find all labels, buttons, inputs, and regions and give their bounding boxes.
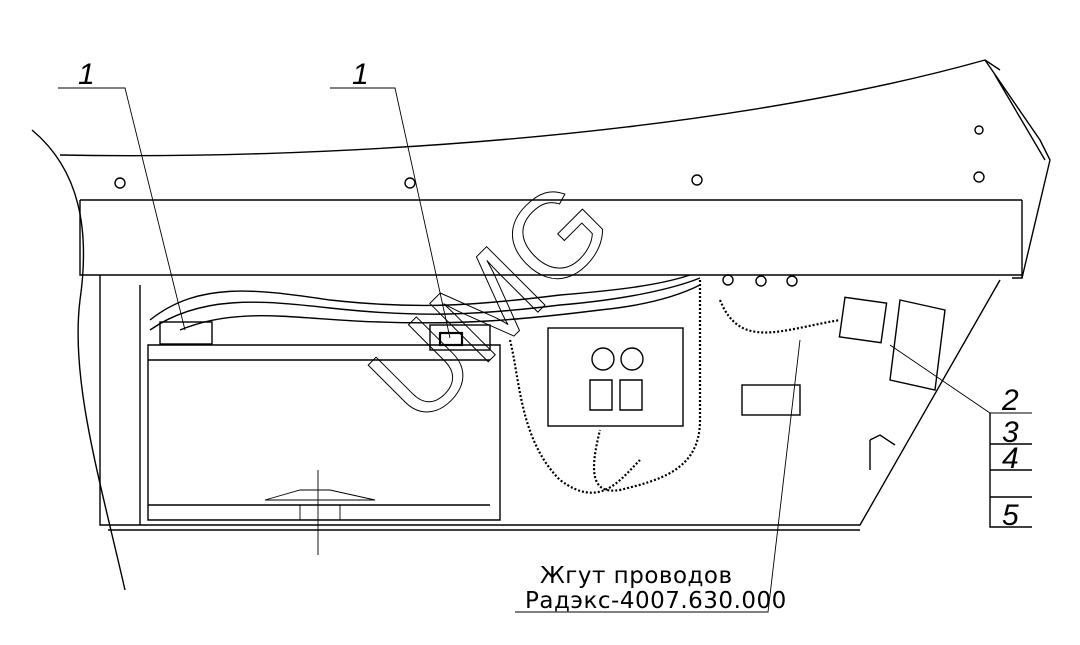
upper-panel <box>80 59 1051 279</box>
connector-middle-pins <box>438 331 464 347</box>
connector-middle <box>429 324 491 351</box>
left-contour <box>31 129 126 591</box>
leader-1-left <box>58 87 186 331</box>
lower-body <box>99 275 1001 531</box>
roof-contour <box>59 59 1001 157</box>
connector-right <box>838 296 888 344</box>
terminal-right <box>620 347 644 371</box>
callout-1-left: 1 <box>78 58 95 91</box>
side-table-2: 2 <box>1001 384 1019 417</box>
side-table-4: 4 <box>1002 442 1019 475</box>
corrugated-tube-1 <box>508 339 641 494</box>
side-table-5: 5 <box>1002 499 1019 532</box>
small-plate <box>741 384 801 416</box>
callout-1-middle: 1 <box>352 58 369 91</box>
mount-holes <box>114 125 985 287</box>
box-fan <box>264 470 376 555</box>
terminal-plate <box>547 327 684 427</box>
caption-line1: Жгут проводов <box>540 563 733 589</box>
caption-line2: Радэкс-4007.630.000 <box>525 588 787 614</box>
connector-left <box>159 321 213 345</box>
top-beam <box>79 200 1023 278</box>
corrugated-tube-3 <box>718 299 841 334</box>
hook <box>869 434 896 470</box>
leader-1-middle <box>330 87 451 339</box>
terminal-left <box>591 347 615 371</box>
corrugated-tube-2 <box>592 280 702 492</box>
leader-caption <box>515 339 801 613</box>
terminal-lugs <box>589 379 643 411</box>
side-table-3: 3 <box>1002 416 1019 449</box>
side-table <box>989 413 1032 528</box>
bracket-right <box>889 299 946 391</box>
harness-wires <box>149 274 701 331</box>
